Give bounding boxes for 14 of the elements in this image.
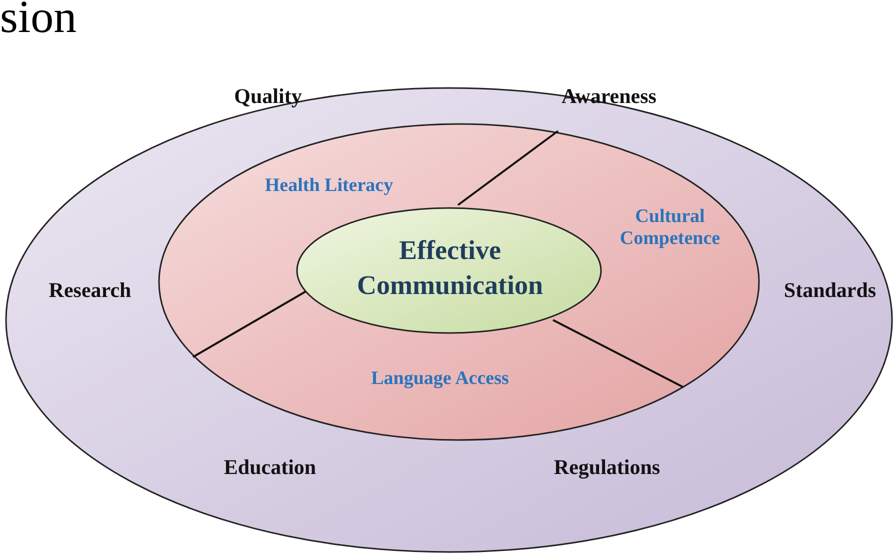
ring-label: Regulations [554,454,660,480]
ring-label: Education [224,454,316,480]
center-ellipse [296,207,602,334]
heading-fragment: sion [0,0,77,40]
segment-label: Language Access [371,368,509,390]
ring-label: Standards [784,278,876,302]
ring-label: Quality [234,84,302,108]
segment-label: Cultural Competence [618,206,722,250]
segment-label: Health Literacy [264,175,394,197]
ring-label: Awareness [562,84,656,108]
outer-ellipse [5,87,893,553]
ring-label: Research [48,278,132,302]
middle-ellipse [158,123,760,441]
center-label: Effective Communication [356,234,544,302]
